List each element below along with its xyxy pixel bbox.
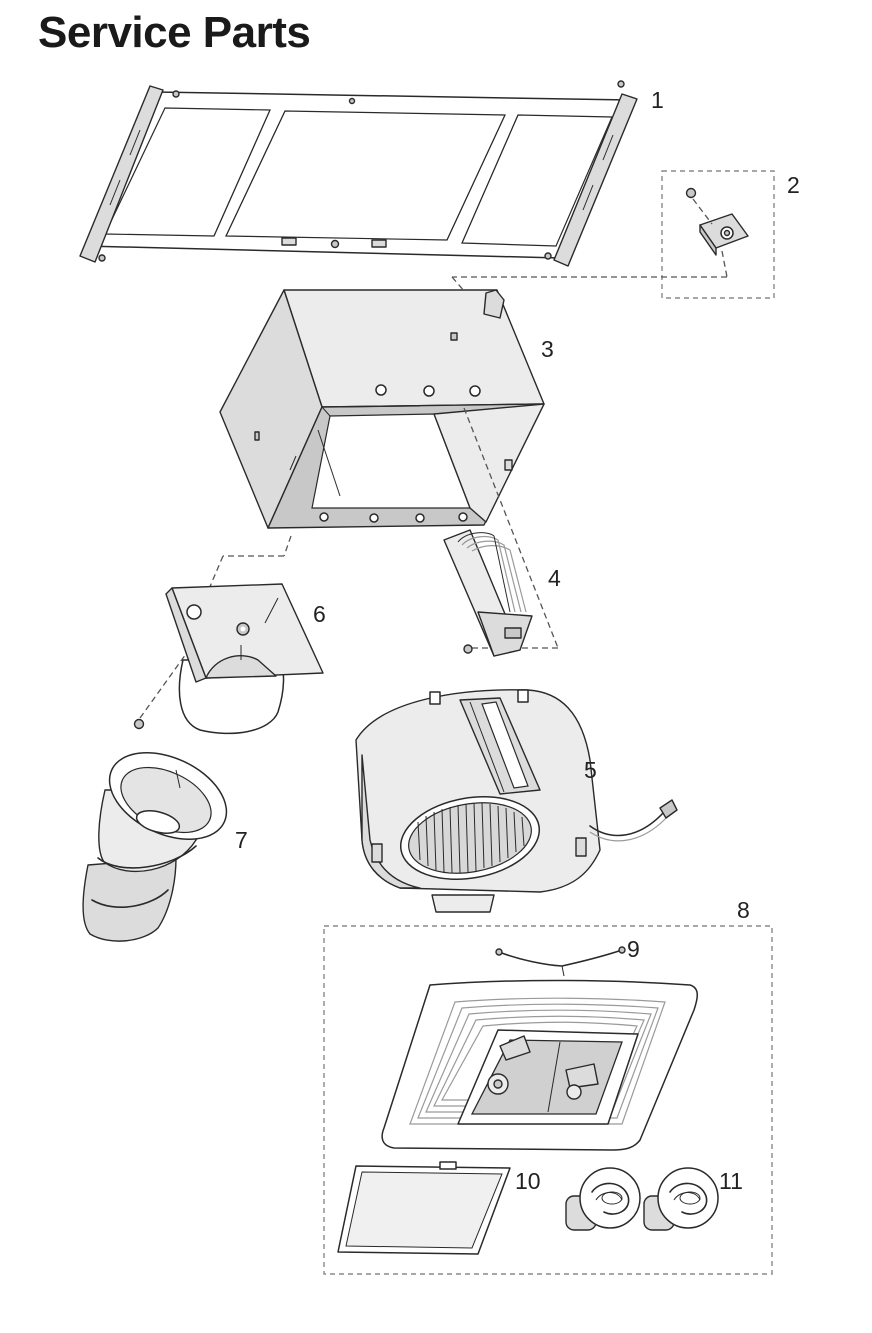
callout-7: 7 — [235, 827, 248, 853]
callout-8: 8 — [737, 897, 750, 923]
callout-5: 5 — [584, 757, 597, 783]
part-10-lens — [337, 1161, 511, 1255]
callout-10: 10 — [515, 1168, 541, 1194]
part-11-bulbs — [565, 1167, 719, 1231]
part-9-torsion-spring — [495, 946, 626, 977]
callout-9: 9 — [627, 936, 640, 962]
grille-contour-lines — [409, 997, 666, 1125]
callout-2: 2 — [787, 172, 800, 198]
callout-4: 4 — [548, 565, 561, 591]
part-8-grille-kit — [323, 925, 773, 1275]
callout-3: 3 — [541, 336, 554, 362]
part-7-duct-connector — [82, 751, 228, 942]
callout-6: 6 — [313, 601, 326, 627]
part-1-mounting-frame — [79, 80, 638, 267]
blower-wheel-blades — [417, 802, 525, 874]
page-title: Service Parts — [38, 8, 311, 57]
part-4-wiring-plate — [443, 407, 559, 657]
part-5-blower-assembly — [355, 689, 678, 913]
part-6-duct-transition — [133, 535, 324, 735]
part-2-bracket — [451, 170, 775, 301]
part-3-housing — [219, 289, 545, 529]
callout-11: 11 — [719, 1168, 743, 1194]
callout-1: 1 — [651, 87, 664, 113]
